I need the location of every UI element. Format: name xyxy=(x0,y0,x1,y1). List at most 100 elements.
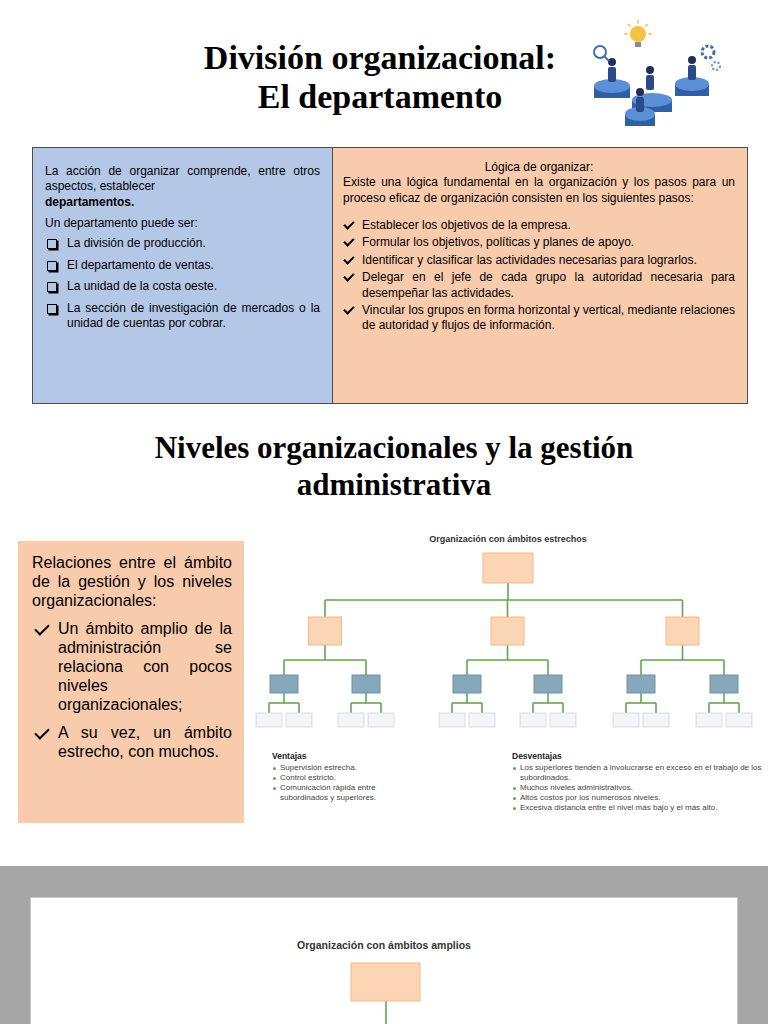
org-line xyxy=(507,600,509,617)
bullet-text: Muchos niveles administrativos. xyxy=(520,783,762,793)
org-box xyxy=(520,713,546,727)
bullet-item: Excesiva distancia entre el nivel más ba… xyxy=(512,803,762,813)
light-ray xyxy=(637,20,639,24)
org-box xyxy=(270,675,298,693)
disadvantages-list: DesventajasLos superiores tienden a invo… xyxy=(512,750,762,813)
bullet-dot xyxy=(273,787,276,790)
org-line xyxy=(655,703,657,713)
bullet-dot xyxy=(273,777,276,780)
node-text: departamentos. xyxy=(45,195,134,209)
org-line xyxy=(682,645,684,660)
node-text: Un departamento puede ser: xyxy=(45,216,198,230)
org-box xyxy=(534,675,562,693)
org-line xyxy=(365,693,367,703)
bullet-text: Supervisión estrecha. xyxy=(280,763,412,773)
node-text: A su vez, un ámbito estrecho, con muchos… xyxy=(58,723,232,761)
label: Organización con ámbitos estrechos xyxy=(400,533,616,545)
org-line xyxy=(532,703,534,713)
org-line xyxy=(641,659,724,661)
check-mark xyxy=(34,620,50,636)
org-box xyxy=(338,713,364,727)
org-line xyxy=(708,703,710,713)
org-line xyxy=(298,703,300,713)
bullet-dot xyxy=(513,787,516,790)
figure-head xyxy=(646,66,654,74)
org-box xyxy=(351,963,420,1001)
org-line xyxy=(466,693,468,703)
bullet-item: Supervisión estrecha. xyxy=(272,763,412,773)
checkbox-bullet xyxy=(47,239,57,249)
org-line xyxy=(640,693,642,703)
org-line xyxy=(738,703,740,713)
org-line xyxy=(723,660,725,675)
bullet-item: Altos costos por los numerosos niveles. xyxy=(512,793,762,803)
node-text: Organización con ámbitos amplios xyxy=(297,939,471,951)
text-row: Un ámbito amplio de la administración se… xyxy=(32,619,232,715)
bullet-text: Comunicación rápida entre subordinados y… xyxy=(280,783,412,803)
node-text: La división de producción. xyxy=(67,236,320,251)
advantages-list: VentajasSupervisión estrecha.Control est… xyxy=(272,750,412,803)
org-line xyxy=(625,703,627,713)
org-line xyxy=(533,702,563,704)
org-line xyxy=(324,645,326,660)
figure-head xyxy=(688,56,696,64)
org-line xyxy=(507,645,509,660)
org-box xyxy=(666,617,699,645)
org-line xyxy=(380,703,382,713)
node-text: Relaciones entre el ámbito de la gestión… xyxy=(32,554,232,609)
teamwork-icon xyxy=(594,20,720,126)
org-box xyxy=(643,713,669,727)
org-line xyxy=(350,703,352,713)
text-row: Vincular los grupos en forma horizontal … xyxy=(343,303,735,334)
bullet-item: Comunicación rápida entre subordinados y… xyxy=(272,783,412,803)
bullet-dot xyxy=(513,807,516,810)
checkbox-bullet xyxy=(47,282,57,292)
org-line xyxy=(284,659,366,661)
org-line xyxy=(723,693,725,703)
light-ray xyxy=(649,33,653,35)
node-text: Vincular los grupos en forma horizontal … xyxy=(362,303,735,334)
magnifier-handle xyxy=(604,56,609,61)
light-ray xyxy=(646,24,649,27)
org-line xyxy=(507,583,509,600)
text-row: Relaciones entre el ámbito de la gestión… xyxy=(32,553,232,611)
text-row: Organización con ámbitos amplios xyxy=(31,938,737,952)
text-row: Un departamento puede ser: xyxy=(45,216,320,231)
org-box xyxy=(550,713,576,727)
org-line xyxy=(324,600,326,617)
figure-body xyxy=(646,75,654,90)
text-row: Identificar y clasificar las actividades… xyxy=(343,253,735,268)
node-text: Lógica de organizar: xyxy=(485,160,594,174)
bullet-text: Control estricto. xyxy=(280,773,412,783)
check-mark xyxy=(343,303,354,314)
node-text: La acción de organizar comprende, entre … xyxy=(45,164,320,193)
org-line xyxy=(385,1001,387,1024)
org-box xyxy=(710,675,738,693)
node-text: Identificar y clasificar las actividades… xyxy=(362,253,735,268)
text-row: A su vez, un ámbito estrecho, con muchos… xyxy=(32,723,232,761)
org-line xyxy=(562,703,564,713)
org-box xyxy=(696,713,722,727)
bullet-text: Altos costos por los numerosos niveles. xyxy=(520,793,762,803)
label: Desventajas xyxy=(512,750,762,762)
text-row: Establecer los objetivos de la empresa. xyxy=(343,218,735,233)
org-box xyxy=(286,713,312,727)
org-line xyxy=(325,599,683,601)
org-line xyxy=(269,702,299,704)
text-row: La división de producción. xyxy=(45,236,320,251)
lightbulb xyxy=(630,26,646,42)
check-mark xyxy=(343,270,354,281)
org-box xyxy=(491,617,524,645)
bullet-dot xyxy=(513,767,516,770)
bullet-item: Control estricto. xyxy=(272,773,412,783)
node-text: Existe una lógica fundamental en la orga… xyxy=(343,175,735,204)
bullet-dot xyxy=(513,797,516,800)
org-box xyxy=(368,713,394,727)
org-line xyxy=(547,693,549,703)
org-line xyxy=(268,703,270,713)
text-row: Delegar en el jefe de cada grupo la auto… xyxy=(343,270,735,301)
org-line xyxy=(547,660,549,675)
org-box xyxy=(352,675,380,693)
org-line xyxy=(451,703,453,713)
